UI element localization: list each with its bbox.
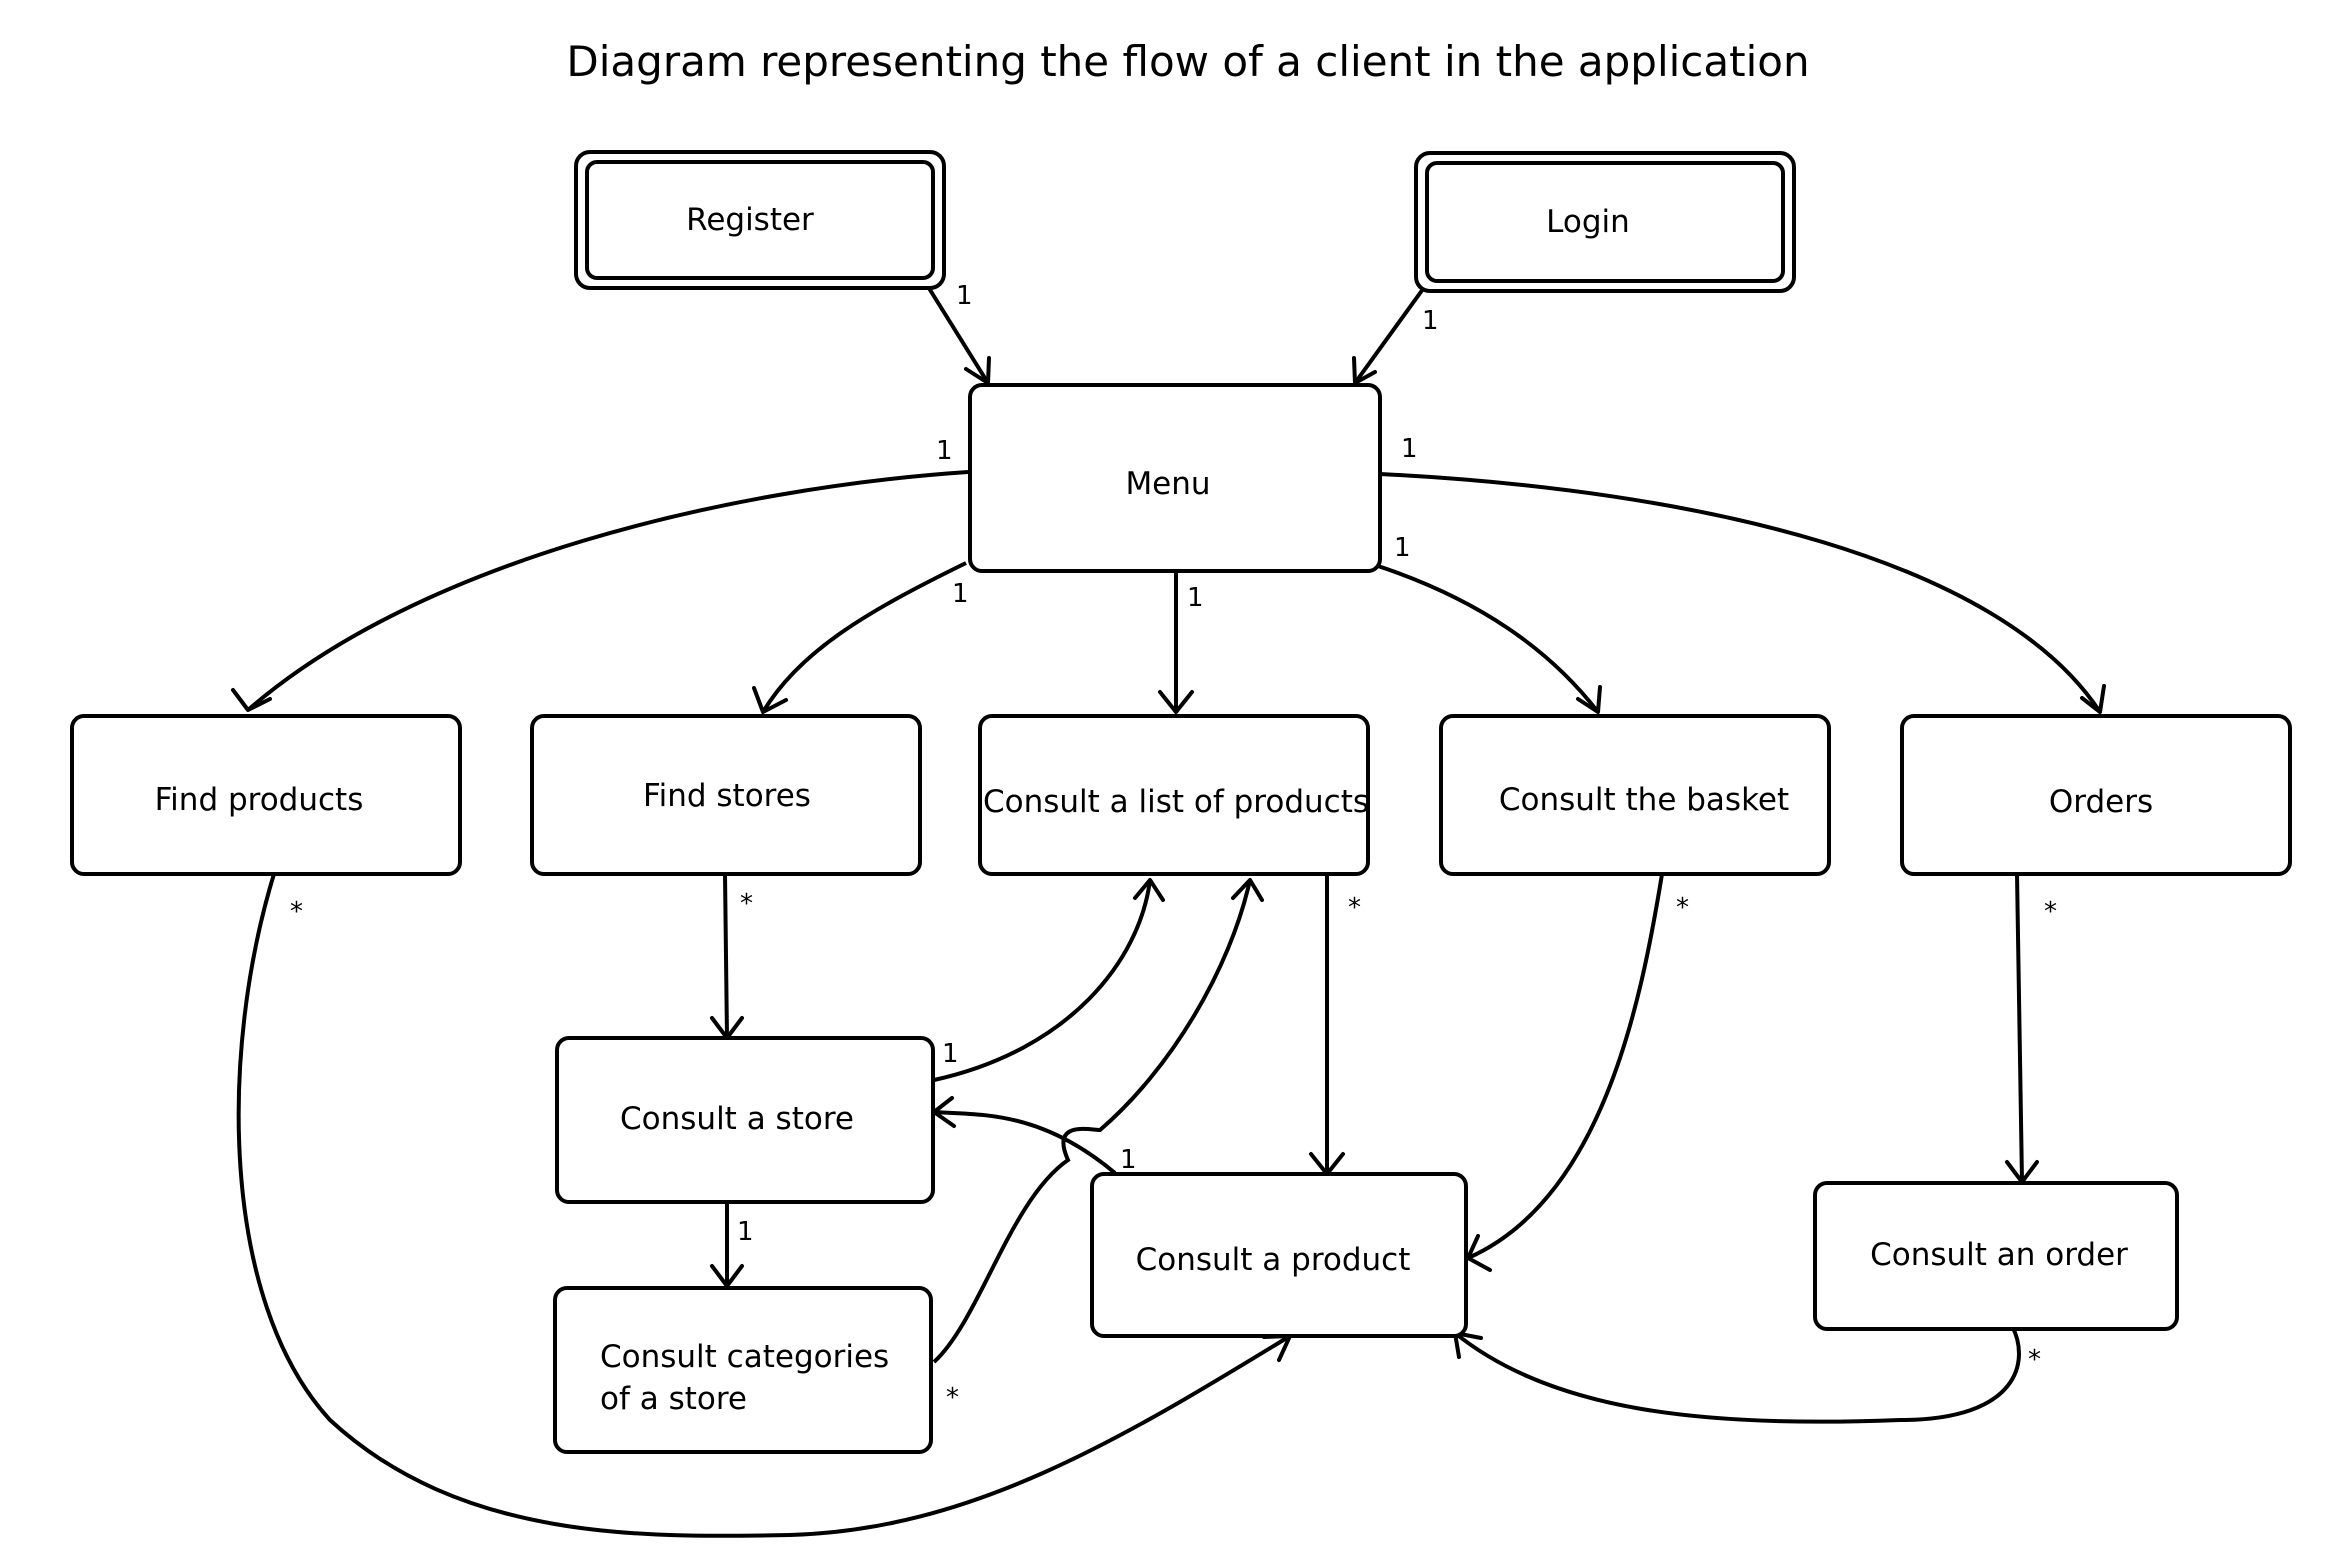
edge-register-menu bbox=[925, 283, 990, 385]
node-consult-categories[interactable]: Consult categories of a store bbox=[553, 1286, 933, 1454]
multiplicity-one: 1 bbox=[1187, 583, 1204, 613]
multiplicity-one: 1 bbox=[737, 1217, 754, 1247]
arrowhead bbox=[1231, 878, 1264, 902]
node-consult-categories-label-line1: Consult categories bbox=[600, 1339, 889, 1375]
arrowhead bbox=[2080, 684, 2106, 714]
node-consult-list-of-products[interactable]: Consult a list of products bbox=[978, 714, 1370, 876]
arrowhead bbox=[1158, 690, 1194, 714]
arrowhead bbox=[752, 686, 788, 714]
multiplicity-labels: 1 1 1 1 1 1 1 1 1 1 * * * * * * * bbox=[290, 281, 2057, 1413]
node-find-products[interactable]: Find products bbox=[70, 714, 462, 876]
node-consult-store-label: Consult a store bbox=[620, 1101, 854, 1137]
arrowhead bbox=[1133, 878, 1165, 902]
edge-menu-find-products bbox=[246, 470, 969, 712]
node-consult-product[interactable]: Consult a product bbox=[1090, 1172, 1468, 1338]
edge-menu-find-stores bbox=[761, 561, 967, 714]
multiplicity-one: 1 bbox=[1394, 533, 1411, 563]
edge-find-stores-consult-store bbox=[723, 873, 729, 1039]
node-login-label: Login bbox=[1546, 204, 1630, 240]
edge-order-consult-product bbox=[1453, 1325, 2021, 1424]
node-consult-product-label: Consult a product bbox=[1136, 1242, 1411, 1278]
edge-consult-store-list bbox=[933, 879, 1152, 1082]
multiplicity-many: * bbox=[2028, 1345, 2041, 1375]
node-menu[interactable]: Menu bbox=[968, 383, 1382, 573]
node-find-stores-label: Find stores bbox=[643, 778, 811, 814]
edges bbox=[231, 283, 2106, 1538]
edge-menu-orders bbox=[1379, 472, 2102, 714]
edge-product-consult-store bbox=[933, 1110, 1117, 1175]
edge-find-products-consult-product bbox=[236, 873, 1292, 1538]
node-register-label: Register bbox=[686, 202, 814, 238]
multiplicity-one: 1 bbox=[936, 436, 953, 466]
multiplicity-one: 1 bbox=[1422, 306, 1439, 336]
node-menu-label: Menu bbox=[1125, 466, 1210, 502]
edge-orders-consult-order bbox=[2015, 873, 2024, 1183]
multiplicity-many: * bbox=[1348, 893, 1361, 923]
edge-menu-consult-basket bbox=[1377, 564, 1600, 714]
node-login[interactable]: Login bbox=[1414, 151, 1796, 293]
node-find-stores[interactable]: Find stores bbox=[530, 714, 922, 876]
multiplicity-many: * bbox=[1676, 893, 1689, 923]
diagram-title: Diagram representing the flow of a clien… bbox=[566, 37, 1809, 86]
arrowhead bbox=[1576, 685, 1602, 714]
node-orders[interactable]: Orders bbox=[1900, 714, 2292, 876]
node-consult-basket[interactable]: Consult the basket bbox=[1439, 714, 1831, 876]
edge-basket-consult-product bbox=[1467, 873, 1664, 1260]
multiplicity-many: * bbox=[290, 897, 303, 927]
edge-categories-list bbox=[932, 879, 1252, 1364]
node-consult-basket-label: Consult the basket bbox=[1499, 782, 1789, 818]
arrowhead bbox=[964, 356, 991, 385]
multiplicity-one: 1 bbox=[952, 579, 969, 609]
multiplicity-many: * bbox=[946, 1383, 959, 1413]
node-orders-label: Orders bbox=[2049, 784, 2153, 820]
node-consult-store[interactable]: Consult a store bbox=[555, 1036, 935, 1204]
node-consult-categories-label-line2: of a store bbox=[600, 1381, 747, 1417]
multiplicity-many: * bbox=[2044, 897, 2057, 927]
arrowhead bbox=[231, 688, 272, 712]
multiplicity-many: * bbox=[740, 889, 753, 919]
multiplicity-one: 1 bbox=[942, 1039, 959, 1069]
multiplicity-one: 1 bbox=[1120, 1145, 1137, 1175]
node-consult-order[interactable]: Consult an order bbox=[1813, 1181, 2179, 1331]
multiplicity-one: 1 bbox=[956, 281, 973, 311]
node-register[interactable]: Register bbox=[574, 150, 946, 290]
multiplicity-one: 1 bbox=[1401, 434, 1418, 464]
node-consult-list-label: Consult a list of products bbox=[983, 784, 1369, 820]
edge-login-menu bbox=[1353, 287, 1425, 385]
node-find-products-label: Find products bbox=[155, 782, 364, 818]
node-consult-order-label: Consult an order bbox=[1870, 1237, 2128, 1273]
